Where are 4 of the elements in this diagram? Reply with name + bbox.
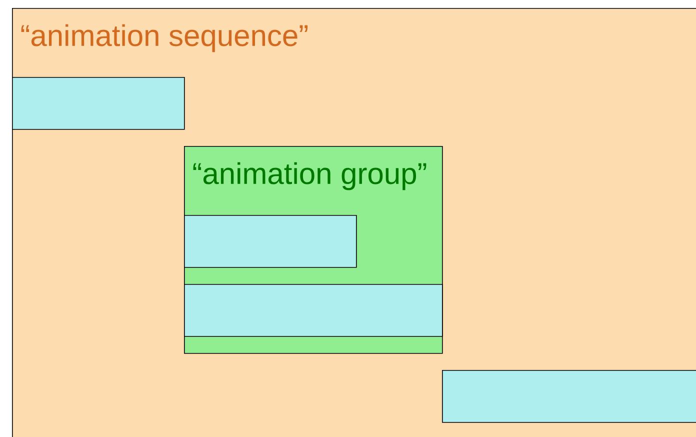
bar (442, 370, 696, 423)
bar (184, 284, 443, 337)
bar (12, 77, 185, 130)
bar (184, 215, 357, 268)
